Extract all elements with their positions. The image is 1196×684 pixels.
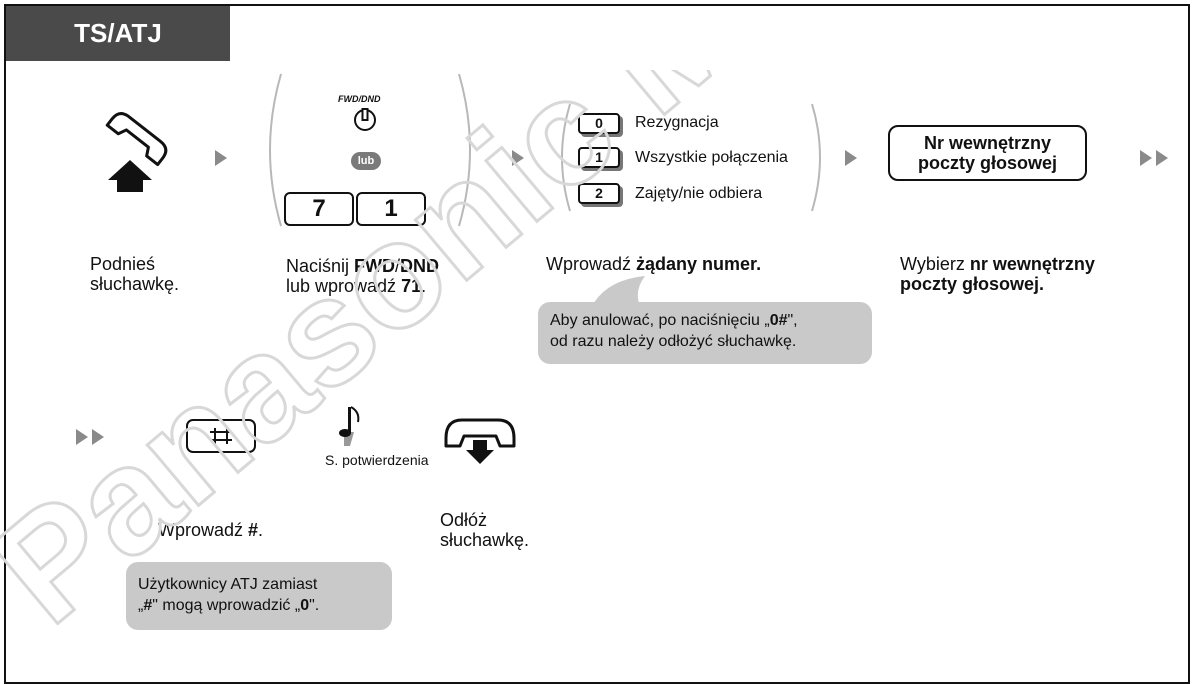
key-7[interactable]: 7 [284,192,354,226]
step4-caption: Wybierz nr wewnętrzny poczty głosowej. [900,254,1095,294]
flow-arrow-1 [215,150,227,166]
option-key-1[interactable]: 1 [578,147,620,168]
mode-tag: TS/ATJ [6,6,230,61]
flow-arrow-3 [845,150,857,166]
note-pointer [591,276,645,308]
or-badge: lub [351,152,381,170]
continued-arrow-b [92,429,104,445]
cancel-note: Aby anulować, po naciśnięciu „0#", od ra… [538,302,872,364]
option-key-0[interactable]: 0 [578,113,620,134]
step7-caption: Odłóż słuchawkę. [440,510,530,550]
step3-caption: Wprowadź żądany numer. [546,254,762,274]
confirmation-tone-label: S. potwierdzenia [325,452,429,468]
step2-caption: Naciśnij FWD/DND lub wprowadź 71. [286,256,440,296]
option-label-0: Rezygnacja [635,114,719,131]
option-label-1: Wszystkie połączenia [635,149,788,166]
atj-note: Użytkownicy ATJ zamiast „#" mogą wprowad… [126,562,392,630]
key-1[interactable]: 1 [356,192,426,226]
options-right-bracket [811,103,821,212]
on-hook-handset-icon [444,418,516,464]
off-hook-handset-icon [105,112,168,192]
right-paren-bracket [458,73,471,227]
fwd-dnd-label: FWD/DND [338,94,381,104]
hash-key-icon[interactable] [186,419,256,453]
voice-mail-extension-box[interactable]: Nr wewnętrzny poczty głosowej [888,125,1087,181]
step5-caption: Wprowadź #. [158,520,264,540]
continued-arrow-a [76,429,88,445]
step1-caption: Podnieś słuchawkę. [90,254,180,294]
options-left-bracket [561,103,571,212]
continue-arrow-a [1140,150,1152,166]
option-key-2[interactable]: 2 [578,183,620,204]
left-paren-bracket [269,73,282,227]
tone-note-icon [339,406,360,446]
fwd-dnd-button-icon[interactable] [351,106,379,132]
continue-arrow-b [1156,150,1168,166]
option-label-2: Zajęty/nie odbiera [635,185,763,202]
flow-arrow-2 [512,150,524,166]
